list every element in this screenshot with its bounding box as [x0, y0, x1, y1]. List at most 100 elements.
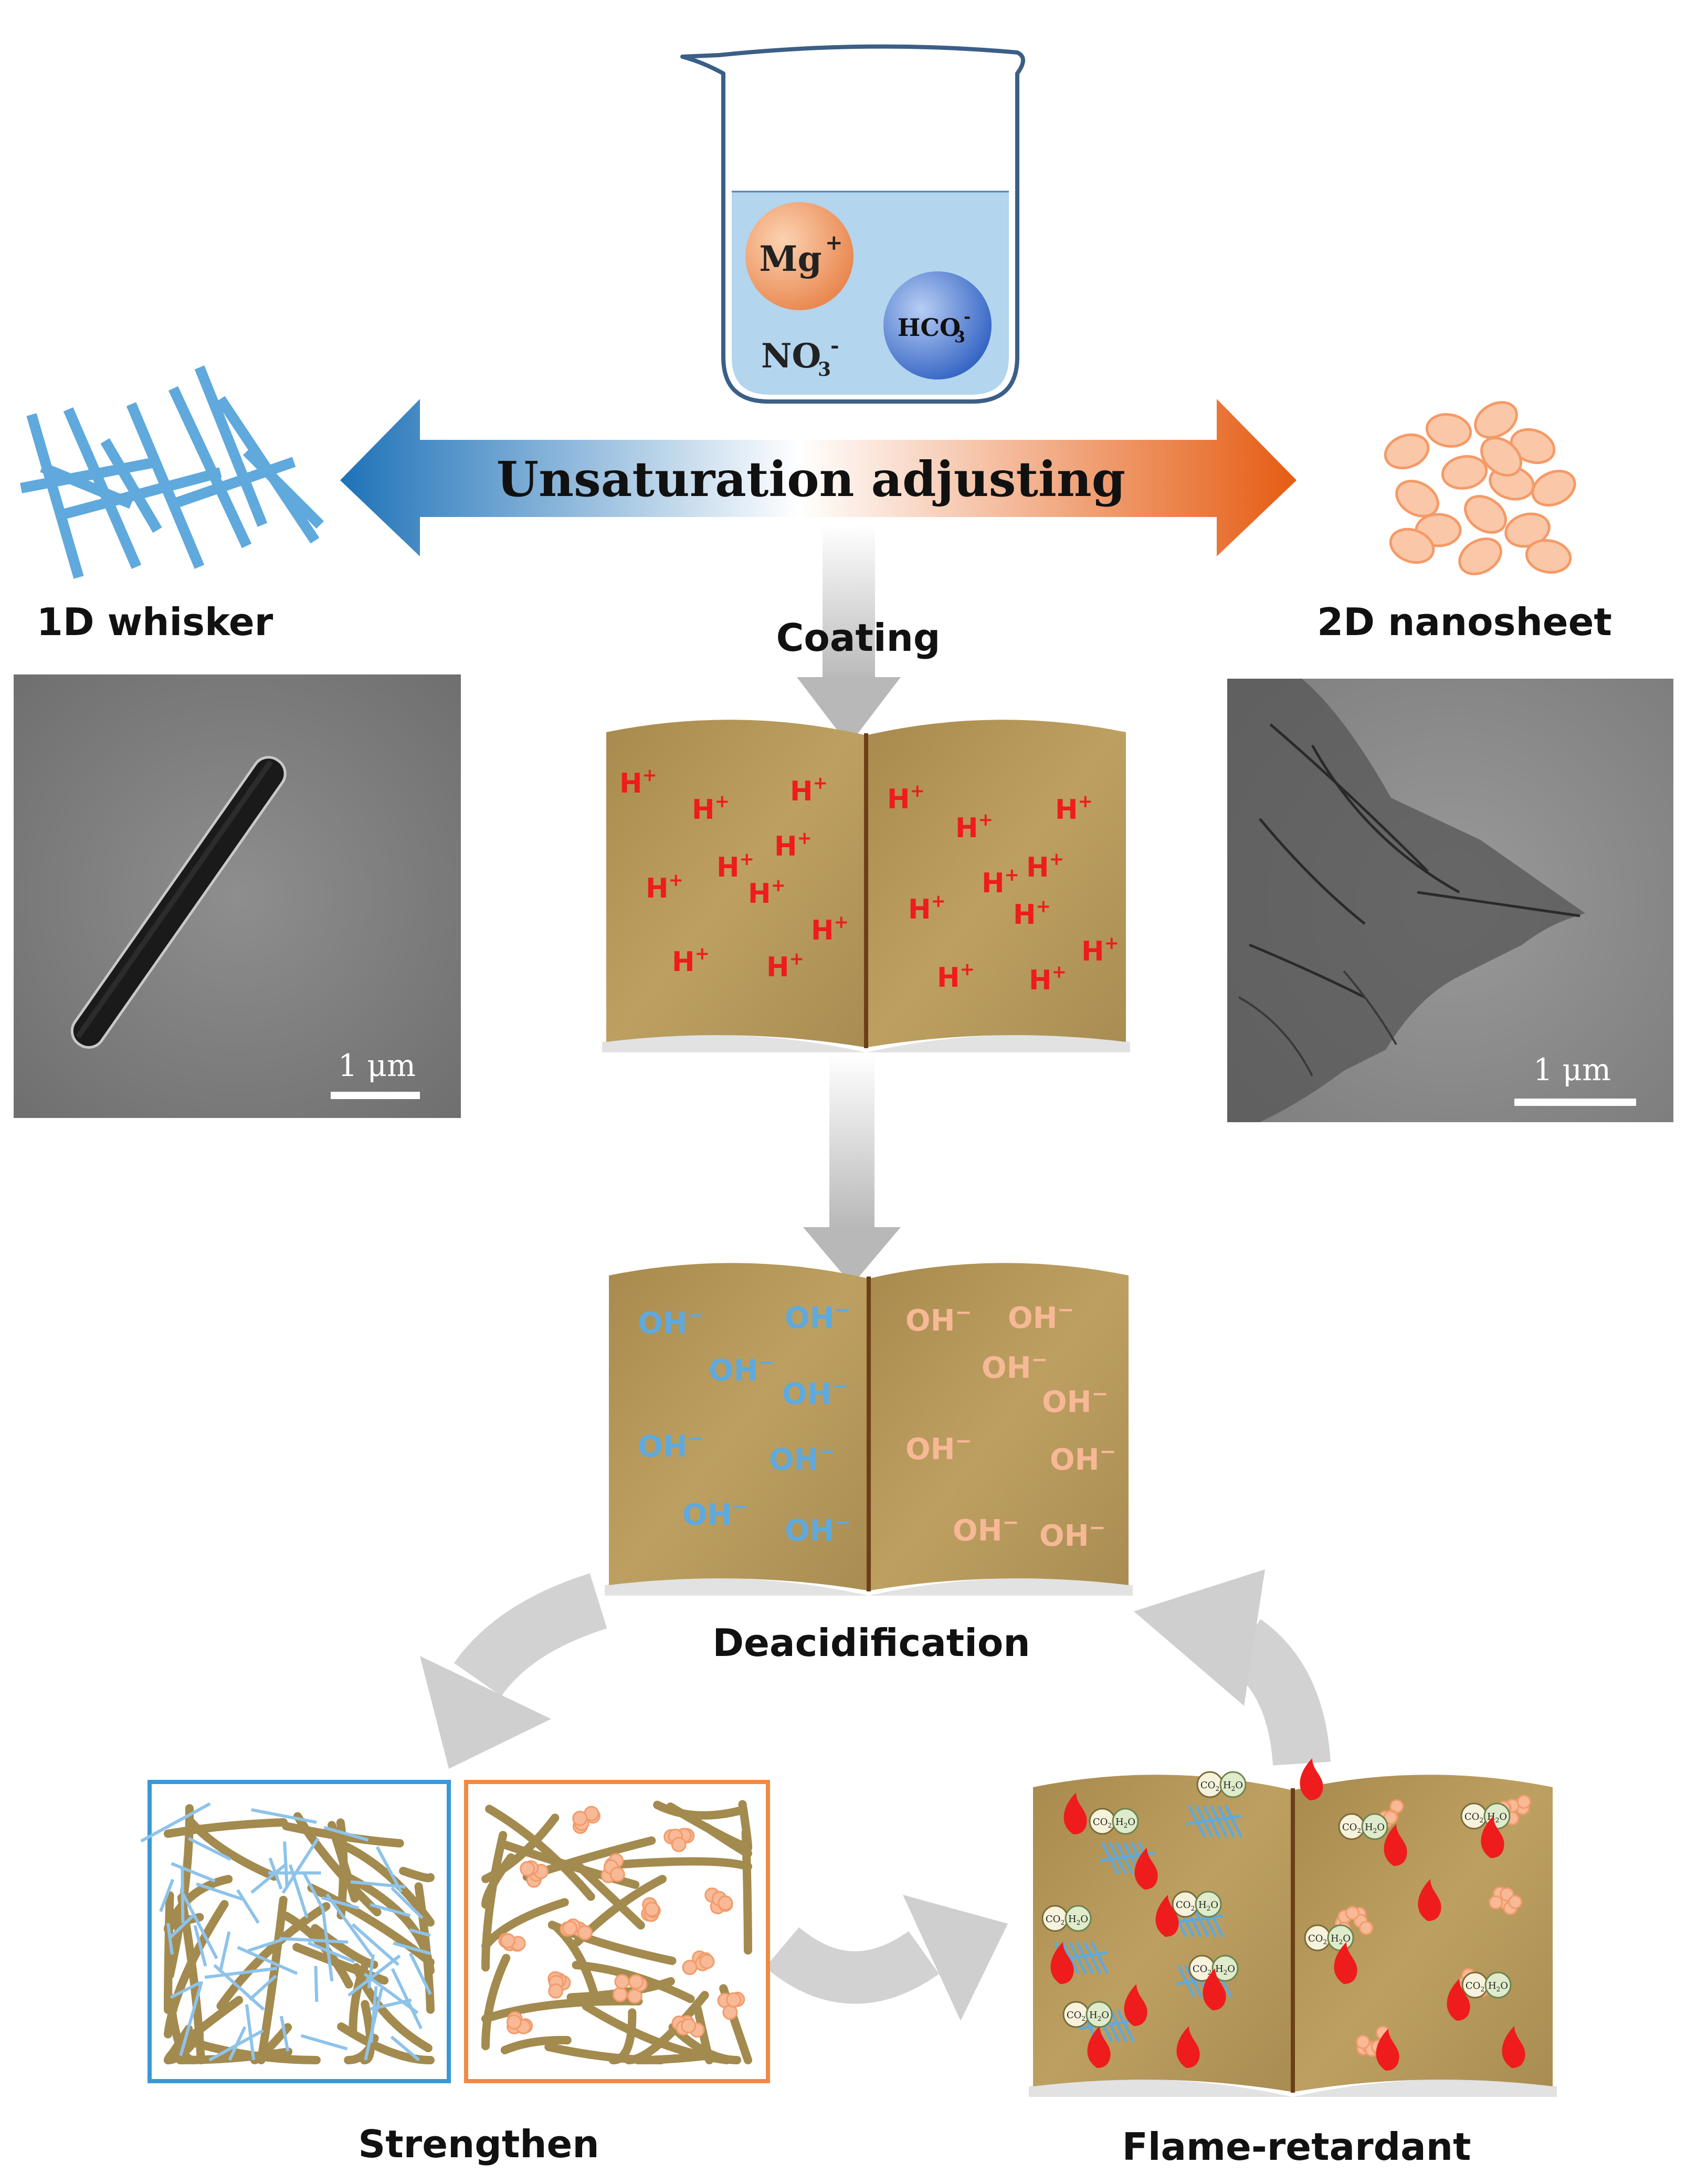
fire-icon — [1447, 1979, 1470, 2021]
whisker-filler — [179, 1888, 218, 1959]
nanosheet-scale-label: 1 μm — [1533, 1052, 1611, 1088]
no3-ion-charge: - — [830, 333, 839, 358]
cellulose-fiber — [624, 1991, 709, 2064]
cellulose-fiber — [257, 1895, 288, 2064]
whisker-filler — [302, 1871, 325, 1911]
cellulose-fiber — [164, 1891, 174, 2014]
cellulose-fiber — [293, 1812, 382, 1917]
h2o-bubble — [1211, 1955, 1239, 1982]
cellulose-fiber — [738, 1800, 752, 1851]
fire-icon — [1050, 1942, 1074, 1984]
cellulose-fiber — [481, 1853, 515, 1909]
h2o-bubble — [1065, 1905, 1092, 1932]
nanosheet-filler — [577, 1925, 593, 1940]
nanosheet-reinforced-fiber-panel — [464, 1780, 770, 2083]
whisker-filler — [208, 2029, 264, 2062]
whisker-filler — [140, 1802, 211, 1843]
whisker-cluster — [1109, 2009, 1128, 2043]
cellulose-fiber — [481, 1954, 511, 2051]
nanosheet-label: 2D nanosheet — [1317, 600, 1612, 644]
whisker-filler — [351, 1923, 399, 1966]
cellulose-fiber — [500, 2035, 572, 2054]
whisker-filler — [283, 1841, 289, 1888]
h2o-bubble — [1361, 1813, 1388, 1840]
h2o-label: H2O — [1089, 2010, 1109, 2022]
whisker-filler — [408, 1952, 432, 1995]
mg-ion-label: Mg — [759, 238, 821, 279]
cellulose-fiber — [617, 1857, 752, 1871]
nanosheet-particle — [1389, 527, 1435, 564]
whisker-filler — [181, 1866, 185, 1923]
whisker-filler — [364, 1988, 384, 2061]
cellulose-fiber — [328, 1821, 359, 1903]
hydroxide-ion-orange: OH− — [905, 1301, 972, 1338]
beaker-glass — [680, 44, 1025, 404]
whisker-sem-micrograph: 1 μm — [14, 674, 461, 1118]
cellulose-fiber — [693, 2004, 714, 2064]
fire-icon — [1176, 2026, 1200, 2068]
whisker-filler — [321, 1896, 359, 1910]
fire-icon — [1124, 1984, 1147, 2026]
whisker-rod — [100, 438, 162, 533]
nanosheet-filler — [722, 2004, 738, 2020]
fire-icon — [1300, 1758, 1323, 1800]
whisker-filler — [179, 1981, 204, 2056]
nanosheet-particle — [1531, 470, 1576, 507]
whisker-scale-bar — [331, 1092, 420, 1099]
whisker-filler — [325, 1893, 373, 1957]
h2o-label: H2O — [1223, 1780, 1243, 1792]
whisker-filler — [390, 2035, 420, 2062]
cellulose-fiber — [608, 2008, 637, 2064]
cellulose-fiber — [634, 2052, 708, 2064]
nanosheet-filler — [671, 1837, 687, 1852]
sheet-cluster — [1516, 1795, 1531, 1809]
whisker-filler — [393, 1942, 431, 1955]
coating-label: Coating — [776, 616, 941, 660]
h2o-bubble — [1219, 1771, 1247, 1798]
whisker-filler — [367, 1954, 375, 1989]
nanosheet-filler — [520, 1861, 535, 1876]
cellulose-fiber — [481, 1831, 508, 1972]
whisker-rod — [171, 457, 296, 509]
arrow-deacidification-to-strengthen — [420, 1573, 607, 1769]
cellulose-fiber — [352, 1963, 433, 2053]
whisker-cluster — [1083, 1941, 1102, 1975]
whisker-cluster — [1090, 1941, 1109, 1975]
cellulose-fiber — [164, 1875, 233, 1933]
beaker: Mg + HCO 3 - NO 3 - — [680, 44, 1025, 404]
h2o-label: H2O — [1487, 1811, 1507, 1824]
fire-icon — [1155, 1895, 1179, 1937]
cellulose-fiber — [666, 1802, 752, 1852]
whisker-filler — [391, 1968, 423, 2030]
nanosheet-particle — [1464, 495, 1507, 534]
hco3-ion-sphere — [883, 271, 992, 379]
whisker-filler — [196, 1882, 246, 1902]
sheet-cluster — [1345, 1906, 1360, 1921]
sheet-cluster — [1356, 2034, 1371, 2049]
fire-icon — [1502, 2026, 1525, 2068]
book-left-page — [609, 1263, 867, 1590]
no3-ion-label: NO — [761, 336, 821, 376]
whisker-cluster — [1224, 1805, 1243, 1838]
whisker-filler — [323, 1826, 369, 1842]
nanosheet-filler — [562, 1921, 578, 1936]
h2o-bubble — [1484, 1971, 1512, 1999]
nanosheet-particle — [1425, 413, 1472, 448]
fire-icon — [1134, 1848, 1158, 1890]
nanosheet-filler — [609, 1866, 625, 1882]
h2o-label: H2O — [1365, 1822, 1385, 1834]
sheet-cluster — [1508, 1895, 1523, 1909]
whisker-filler — [193, 1925, 207, 1967]
h2o-bubble — [1195, 1891, 1222, 1918]
cellulose-fiber — [481, 1997, 643, 2023]
hydroxide-ion-orange: OH− — [1042, 1382, 1108, 1419]
arrow-coating-to-deacidification — [803, 1055, 901, 1285]
fire-icon — [1418, 1879, 1441, 1921]
cellulose-fiber — [481, 1813, 560, 1883]
nanosheet-filler — [682, 1959, 698, 1975]
whisker-filler — [281, 1837, 320, 1894]
whisker-filler — [409, 1928, 431, 1937]
sheet-cluster — [1488, 1895, 1503, 1909]
nanosheet-particle — [1384, 433, 1430, 470]
